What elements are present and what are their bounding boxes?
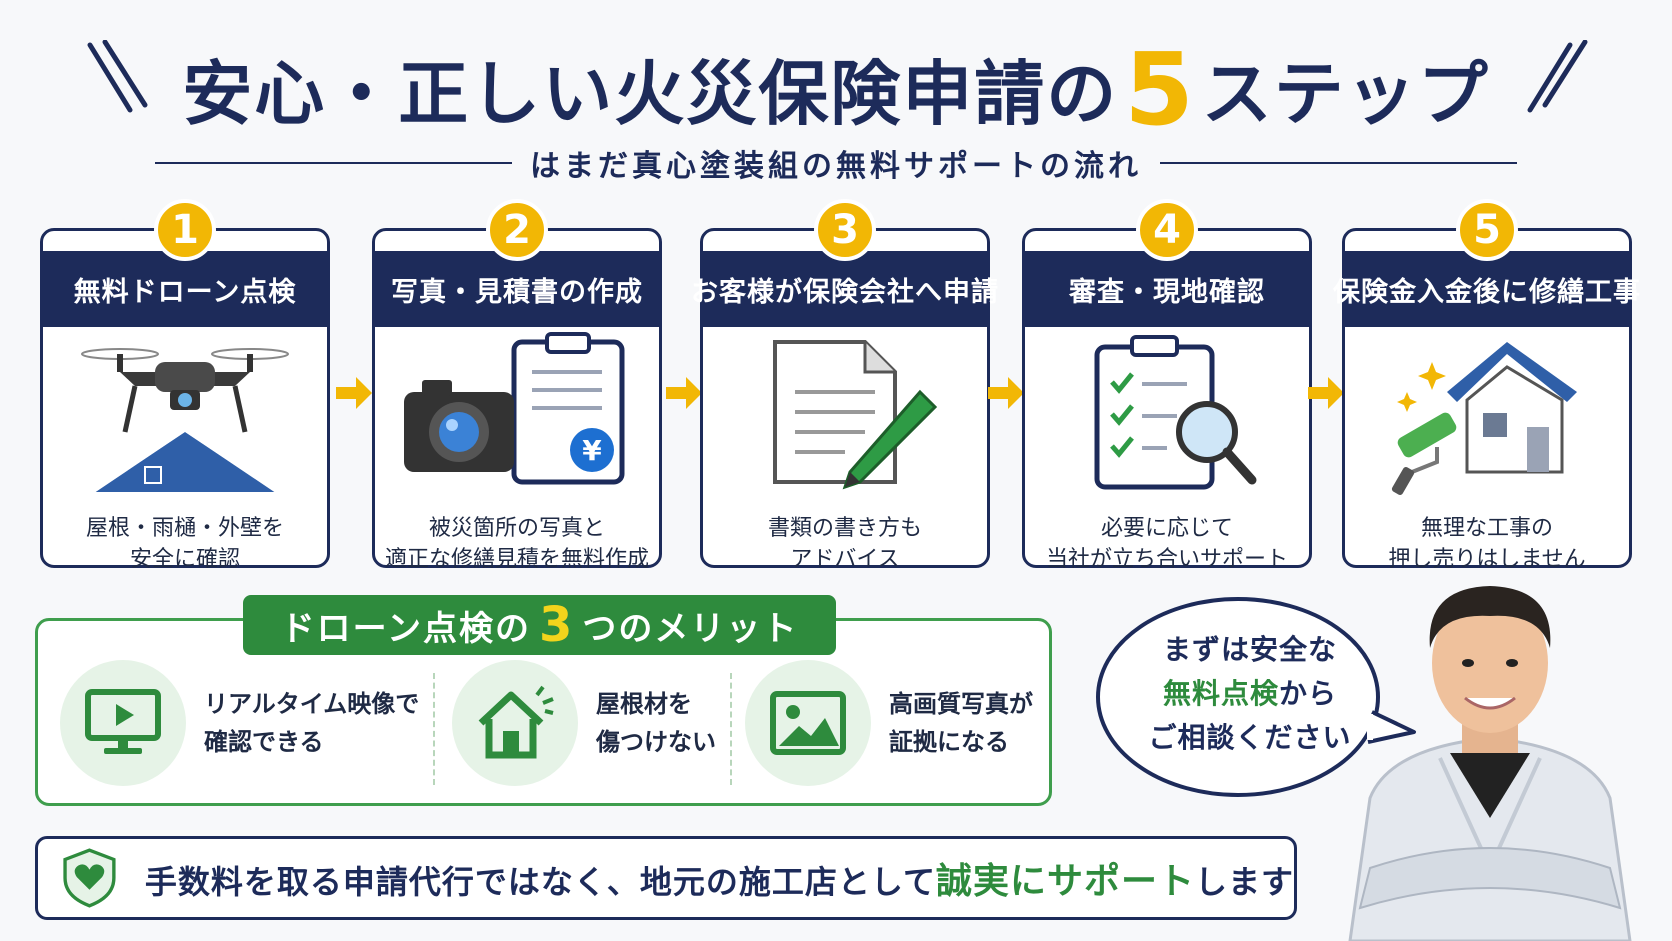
step-description: 屋根・雨樋・外壁を 安全に確認 <box>43 507 327 575</box>
step-number-badge: 2 <box>486 199 548 261</box>
footer-text: 手数料を取る申請代行ではなく、地元の施工店として誠実にサポートします <box>145 852 1294 904</box>
merit-text: リアルタイム映像で 確認できる <box>204 685 419 761</box>
house-roller-icon <box>1345 327 1629 507</box>
step-description: 書類の書き方も アドバイス <box>703 507 987 575</box>
left-deco-lines <box>87 40 148 113</box>
footer-text-before: 手数料を取る申請代行ではなく、地元の施工店として <box>144 863 936 901</box>
merit-item-1: リアルタイム映像で 確認できる <box>60 655 419 791</box>
merit-item-2: 屋根材を 傷つけない <box>452 655 716 791</box>
bubble-highlight: 無料点検 <box>1162 677 1279 710</box>
subtitle-row: はまだ真心塗装組の無料サポートの流れ <box>155 140 1517 186</box>
merit-divider <box>730 673 732 785</box>
title-text-before: 安心・正しい火災保険申請の <box>182 53 1119 135</box>
title-number: 5 <box>1124 31 1196 148</box>
merit-line1: 屋根材を <box>596 690 692 718</box>
step-desc-line1: 必要に応じて <box>1100 516 1233 541</box>
step-number-badge: 3 <box>814 199 876 261</box>
step-description: 被災箇所の写真と 適正な修繕見積を無料作成 <box>375 507 659 575</box>
step-desc-line2: アドバイス <box>790 547 900 572</box>
speech-bubble <box>1096 597 1416 797</box>
arrow-right-icon <box>336 377 372 409</box>
merit-text: 屋根材を 傷つけない <box>596 685 716 761</box>
footer-highlight: 誠実にサポート <box>935 861 1195 902</box>
checklist-magnifier-icon <box>1025 327 1309 507</box>
step-title: 写真・見積書の作成 <box>375 251 659 327</box>
step-card-5: 5 保険金入金後に修繕工事 無理な工事の 押し売りはしません <box>1333 199 1640 572</box>
step-desc-line1: 被災箇所の写真と <box>428 516 605 541</box>
merit-line1: 高画質写真が <box>889 690 1033 718</box>
monitor-play-icon <box>60 660 186 786</box>
merit-line2: 確認できる <box>204 728 324 756</box>
step-title: お客様が保険会社へ申請 <box>691 251 998 327</box>
merits-title-before: ドローン点検の <box>280 608 531 649</box>
step-desc-line2: 安全に確認 <box>129 547 240 572</box>
step-card-3: 3 お客様が保険会社へ申請 書類の書き方も アドバイス <box>691 199 998 572</box>
image-icon <box>745 660 871 786</box>
footer-banner: 手数料を取る申請代行ではなく、地元の施工店として誠実にサポートします <box>35 836 1297 920</box>
step-desc-line1: 屋根・雨樋・外壁を <box>85 516 284 541</box>
step-desc-line1: 書類の書き方も <box>767 516 922 541</box>
bubble-line2-rest: から <box>1279 677 1338 710</box>
house-icon <box>452 660 578 786</box>
step-desc-line2: 押し売りはしません <box>1388 547 1586 572</box>
arrow-right-icon <box>988 377 1024 409</box>
bubble-text: まずは安全な 無料点検から ご相談ください <box>1100 628 1400 760</box>
merit-text: 高画質写真が 証拠になる <box>889 685 1033 761</box>
arrow-right-icon <box>1308 377 1344 409</box>
merit-divider <box>433 673 435 785</box>
step-number-badge: 5 <box>1456 199 1518 261</box>
merit-line2: 傷つけない <box>596 728 716 756</box>
step-description: 必要に応じて 当社が立ち合いサポート <box>1025 507 1309 575</box>
step-title: 審査・現地確認 <box>1025 251 1309 327</box>
shield-heart-icon <box>63 848 116 908</box>
step-number-badge: 1 <box>154 199 216 261</box>
right-deco-lines <box>1527 40 1588 113</box>
subtitle-line-right <box>1160 162 1517 164</box>
step-card-1: 1 無料ドローン点検 屋根・雨樋・外壁を 安全に確認 <box>40 199 330 572</box>
drone-roof-icon <box>43 327 327 507</box>
bubble-line2: 無料点検から <box>1100 672 1400 716</box>
merits-title-number: 3 <box>538 597 575 653</box>
step-desc-line1: 無理な工事の <box>1420 516 1553 541</box>
merit-item-3: 高画質写真が 証拠になる <box>745 655 1033 791</box>
bubble-line3: ご相談ください <box>1148 721 1352 754</box>
page-title: 安心・正しい火災保険申請の5ステップ <box>0 40 1672 144</box>
step-desc-line2: 適正な修繕見積を無料作成 <box>384 547 649 572</box>
subtitle-line-left <box>155 162 512 164</box>
document-pen-icon <box>703 327 987 507</box>
step-card-4: 4 審査・現地確認 必要に応じて 当社が立ち合いサポート <box>1022 199 1312 572</box>
step-number-badge: 4 <box>1136 199 1198 261</box>
bubble-line1: まずは安全な <box>1162 633 1337 666</box>
step-title: 保険金入金後に修繕工事 <box>1333 251 1640 327</box>
merits-title-after: つのメリット <box>582 608 799 649</box>
merit-line1: リアルタイム映像で <box>204 690 420 718</box>
footer-text-after: します <box>1194 863 1294 901</box>
step-title: 無料ドローン点検 <box>43 251 327 327</box>
step-card-2: 2 写真・見積書の作成 ¥ 被災箇所の写真と 適正な修繕見積を無料作成 <box>372 199 662 572</box>
subtitle: はまだ真心塗装組の無料サポートの流れ <box>530 149 1142 184</box>
merit-line2: 証拠になる <box>889 728 1009 756</box>
staff-photo <box>1348 586 1632 941</box>
title-text-after: ステップ <box>1201 53 1490 135</box>
step-description: 無理な工事の 押し売りはしません <box>1345 507 1629 575</box>
arrow-right-icon <box>666 377 702 409</box>
camera-estimate-icon: ¥ <box>375 327 659 507</box>
step-desc-line2: 当社が立ち合いサポート <box>1045 547 1288 572</box>
yen-symbol: ¥ <box>582 434 602 467</box>
